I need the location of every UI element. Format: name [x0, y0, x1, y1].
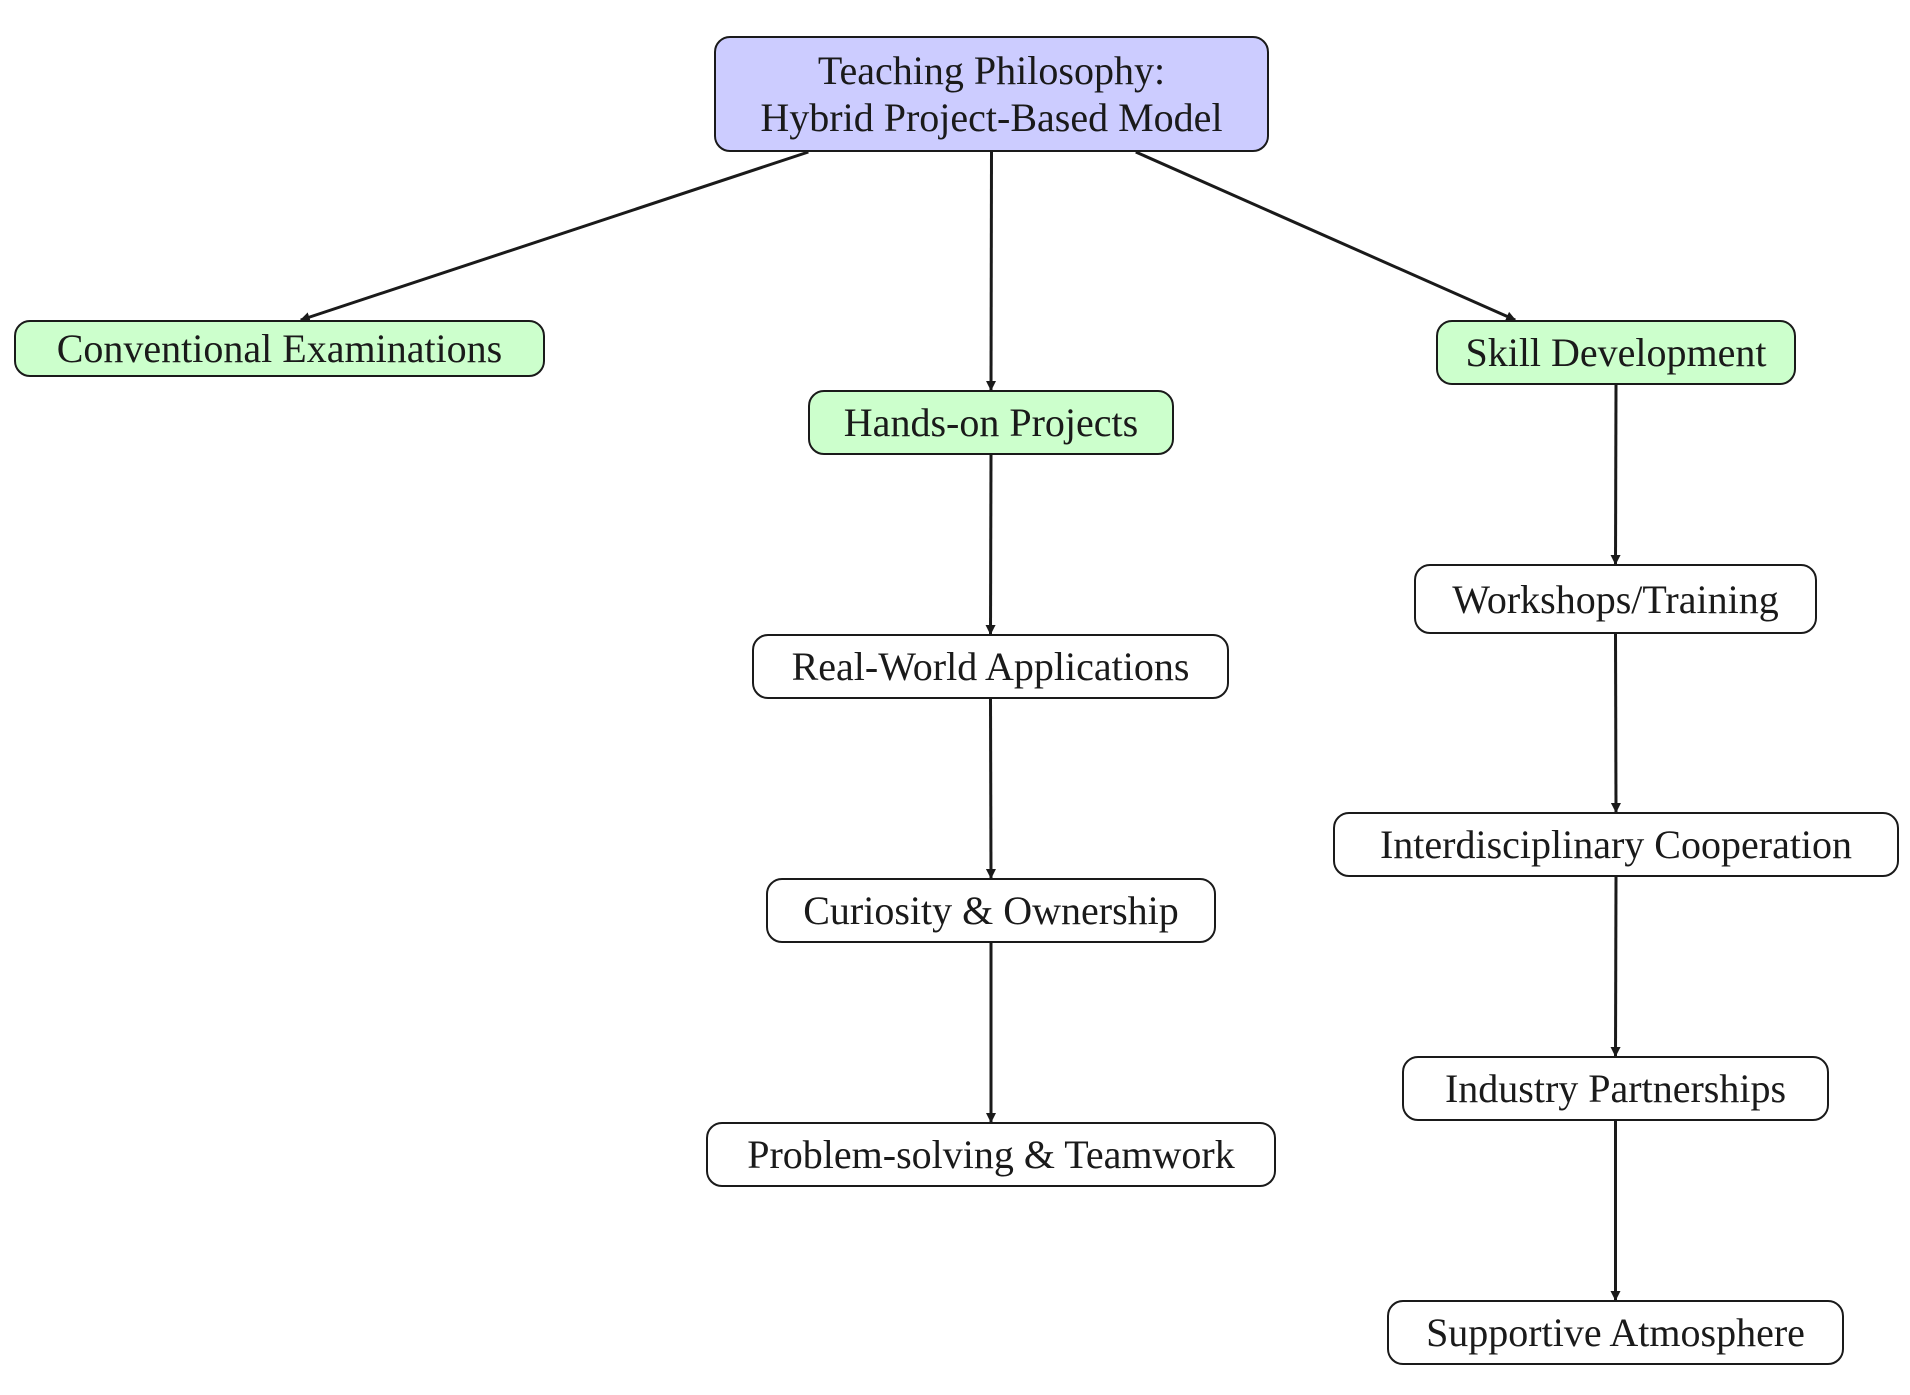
node-industry-partnerships: Industry Partnerships [1402, 1056, 1829, 1121]
node-label: Real-World Applications [791, 644, 1190, 689]
node-label: Industry Partnerships [1444, 1066, 1787, 1111]
node-problem-solving-teamwork: Problem-solving & Teamwork [706, 1122, 1276, 1187]
node-label: Curiosity & Ownership [803, 888, 1179, 933]
node-workshops-training: Workshops/Training [1414, 564, 1817, 634]
node-label: Workshops/Training [1452, 576, 1779, 622]
node-real-world-applications: Real-World Applications [752, 634, 1229, 699]
node-label: Skill Development [1465, 330, 1767, 375]
edge-workshops-training-to-interdisciplinary-cooperation [1610, 633, 1621, 813]
edge-root-to-hands-on-projects [986, 151, 997, 391]
node-skill-development: Skill Development [1436, 320, 1796, 385]
node-label: Supportive Atmosphere [1426, 1310, 1805, 1355]
edge-real-world-applications-to-curiosity-ownership [985, 698, 996, 879]
edge-interdisciplinary-cooperation-to-industry-partnerships [1610, 876, 1621, 1057]
node-curiosity-ownership: Curiosity & Ownership [766, 878, 1216, 943]
root-node-title-line1: Teaching Philosophy: [817, 48, 1166, 93]
edge-skill-development-to-workshops-training [1610, 384, 1621, 565]
edge-hands-on-projects-to-real-world-applications [985, 454, 996, 635]
root-node-title-line2: Hybrid Project-Based Model [760, 95, 1223, 140]
node-label: Hands-on Projects [843, 400, 1139, 445]
node-conventional-examinations: Conventional Examinations [14, 320, 545, 377]
node-label: Conventional Examinations [56, 326, 503, 371]
node-interdisciplinary-cooperation: Interdisciplinary Cooperation [1333, 812, 1899, 877]
node-supportive-atmosphere: Supportive Atmosphere [1387, 1300, 1844, 1365]
edge-root-to-skill-development [1135, 150, 1517, 322]
node-label: Interdisciplinary Cooperation [1379, 822, 1853, 867]
node-label: Problem-solving & Teamwork [747, 1132, 1235, 1177]
edge-root-to-conventional-examinations [299, 150, 809, 322]
node-hands-on-projects: Hands-on Projects [808, 390, 1174, 455]
root-node-teaching-philosophy: Teaching Philosophy: Hybrid Project-Base… [714, 36, 1269, 152]
